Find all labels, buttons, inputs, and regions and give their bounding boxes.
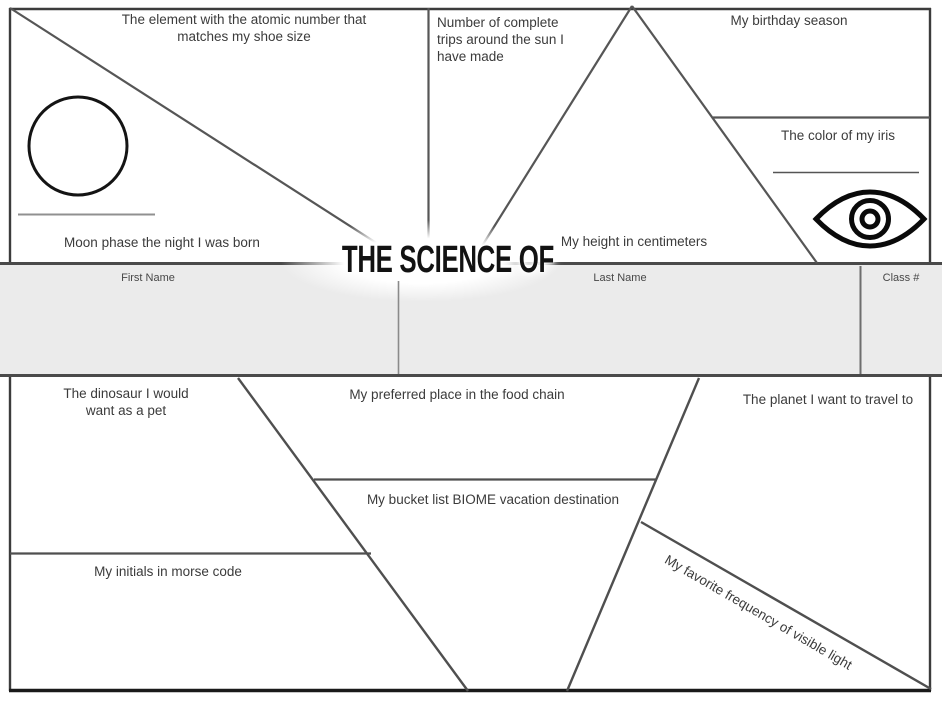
frequency-divider-line <box>640 520 932 691</box>
dinosaur-section-label: The dinosaur I would want as a pet <box>63 386 189 418</box>
eye-icon <box>812 189 928 249</box>
moon-section-label: Moon phase the night I was born <box>64 235 260 250</box>
biome-section-label: My bucket list BIOME vacation destinatio… <box>366 492 620 507</box>
planet-section-label: The planet I want to travel to <box>742 392 914 407</box>
last-name-label: Last Name <box>593 272 647 284</box>
funnel-right-diagonal-line <box>565 377 701 692</box>
height-triangle-right-line <box>631 5 818 264</box>
height-section-label: My height in centimeters <box>560 234 708 249</box>
funnel-left-diagonal-line <box>237 377 469 692</box>
eye-pupil-circle <box>859 208 881 230</box>
trips-section-label: Number of complete trips around the sun … <box>437 15 564 64</box>
height-triangle-left-line <box>476 5 633 255</box>
eye-iris-circle <box>849 198 891 240</box>
worksheet-title-text: THE SCIENCE OF <box>341 239 554 281</box>
element-section-diagonal-line <box>9 7 393 254</box>
iris-section-label: The color of my iris <box>780 128 896 143</box>
food-chain-section-label: My preferred place in the food chain <box>349 387 565 402</box>
title-glow <box>281 220 561 302</box>
first-name-label: First Name <box>121 272 175 284</box>
birthday-section-label: My birthday season <box>730 13 848 28</box>
element-section-label: The element with the atomic number that … <box>121 12 367 44</box>
morse-section-label: My initials in morse code <box>94 564 242 579</box>
eye-outline <box>812 189 928 249</box>
class-number-label: Class # <box>882 272 920 284</box>
moon-phase-circle-icon <box>27 95 129 197</box>
worksheet-title: THE SCIENCE OF <box>292 239 554 281</box>
